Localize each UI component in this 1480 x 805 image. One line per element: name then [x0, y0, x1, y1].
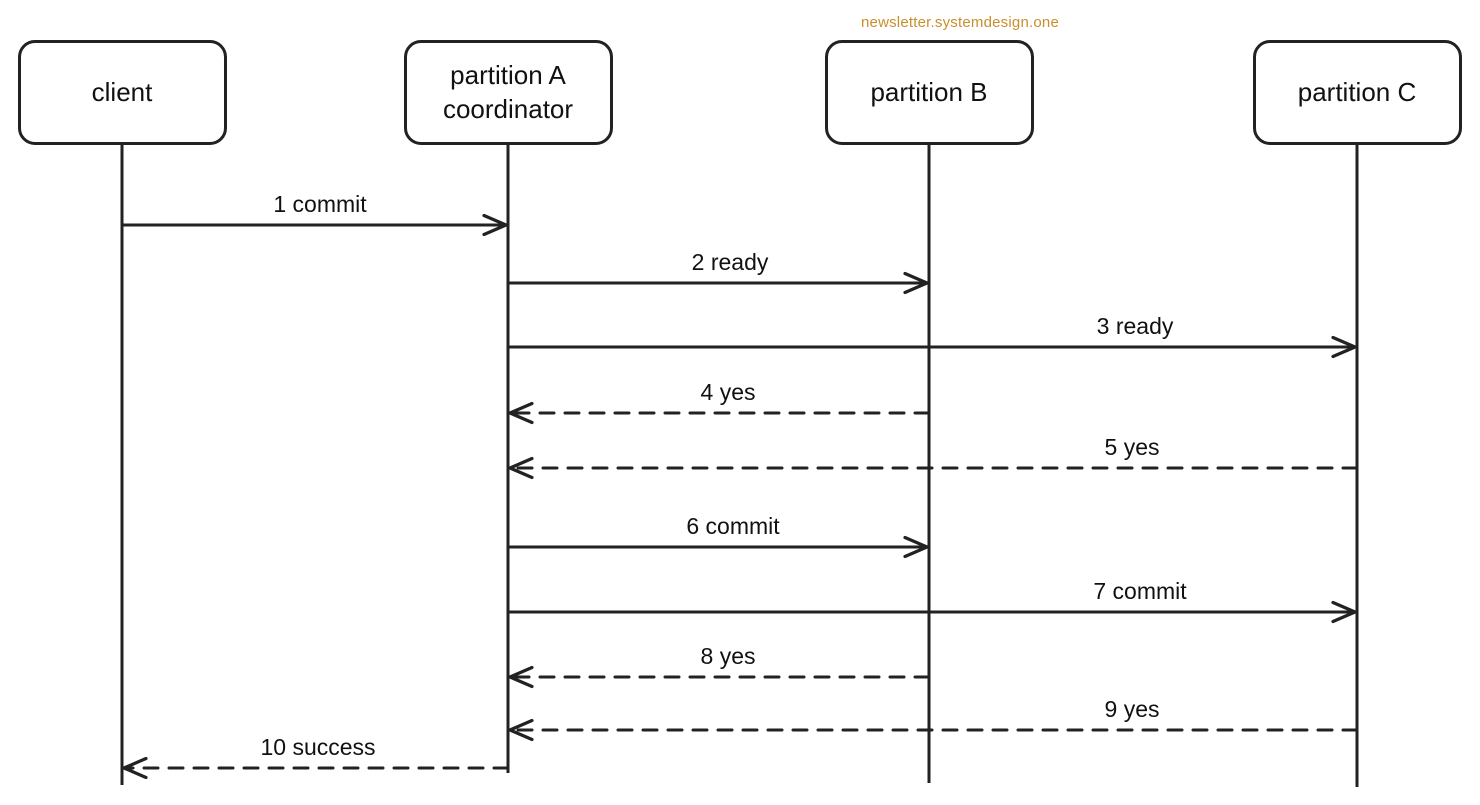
message-label-10: 10 success [260, 734, 376, 760]
watermark-text: newsletter.systemdesign.one [860, 14, 1060, 31]
actor-box-partition-a-coordinator: partition A coordinator [403, 40, 613, 145]
message-arrowhead-10 [122, 756, 148, 780]
actor-box-client: client [17, 40, 227, 145]
message-label-5: 5 yes [1104, 434, 1160, 460]
actor-label-partition-b: partition B [870, 76, 988, 107]
message-label-4: 4 yes [700, 379, 756, 405]
message-arrowhead-3 [1331, 335, 1357, 359]
actor-box-partition-c: partition C [1252, 40, 1462, 145]
actor-label-partition-c: partition C [1297, 76, 1417, 107]
message-label-9: 9 yes [1104, 696, 1160, 722]
message-arrowhead-9 [508, 718, 534, 742]
message-label-2: 2 ready [691, 249, 769, 275]
message-label-6: 6 commit [686, 513, 780, 539]
message-arrowhead-4 [508, 401, 534, 425]
message-arrowhead-5 [508, 456, 534, 480]
message-arrowhead-6 [903, 535, 929, 559]
message-arrowhead-2 [903, 271, 929, 295]
message-label-1: 1 commit [273, 191, 367, 217]
actor-label-partition-a-coordinator: partition A coordinator [442, 59, 574, 124]
actor-label-client: client [91, 76, 153, 107]
message-arrowhead-1 [482, 213, 508, 237]
message-arrowhead-8 [508, 665, 534, 689]
message-label-7: 7 commit [1093, 578, 1187, 604]
actor-box-partition-b: partition B [824, 40, 1034, 145]
message-arrowhead-7 [1331, 600, 1357, 624]
message-label-3: 3 ready [1096, 313, 1174, 339]
message-label-8: 8 yes [700, 643, 756, 669]
